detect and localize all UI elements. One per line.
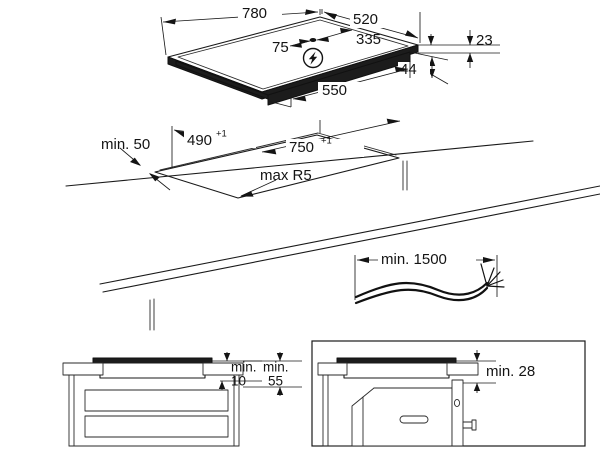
- dimension-connection-75: 75: [272, 39, 311, 56]
- dim-label-750: 750: [289, 139, 314, 156]
- oven-screw-head: [471, 419, 477, 431]
- view-cabinet-section-oven: min. 28: [311, 340, 586, 447]
- dimension-corner-radius-max-r5: max R5: [240, 167, 312, 197]
- worktop-cutout-tolerance-line: [159, 132, 397, 171]
- hob-glass-inner-border: [177, 19, 409, 90]
- dim-label-335: 335: [356, 31, 381, 48]
- dimension-edge-distance-min50: min. 50: [101, 136, 171, 191]
- section-left-drawer-1: [84, 389, 229, 412]
- view-worktop-cutout: min. 50 490 +1 750 +1: [65, 118, 600, 331]
- dimension-cutout-depth-490: 490 +1: [171, 120, 321, 168]
- dim-label-min-55-value: 55: [268, 374, 283, 389]
- oven-mounting-bracket: [451, 379, 464, 447]
- section-left-worktop-right: [202, 362, 244, 376]
- oven-bracket-hole: [453, 398, 461, 408]
- cable-wire-3: [486, 271, 501, 287]
- lightning-bolt-icon: [302, 47, 324, 69]
- dim-label-75: 75: [272, 39, 289, 56]
- oven-screw-shaft: [462, 421, 474, 429]
- dim-label-490: 490: [187, 132, 212, 149]
- dim-label-min-55-word: min.: [263, 360, 289, 375]
- dimension-body-height-44: 44: [398, 51, 449, 85]
- section-right-hob-glass: [336, 357, 457, 364]
- dim-label-520: 520: [353, 11, 378, 28]
- dimension-hob-depth-520: 520: [321, 9, 421, 43]
- section-left-hob-body: [99, 362, 206, 379]
- dim-label-490-superscript: +1: [216, 129, 227, 140]
- mains-connection-point: [309, 38, 317, 42]
- dimension-hob-width-780: 780: [160, 5, 321, 56]
- section-left-worktop-left: [62, 362, 104, 376]
- dimension-glass-thickness-23: 23: [418, 30, 500, 68]
- dim-label-min-10-word: min.: [231, 360, 257, 375]
- oven-door-handle: [399, 415, 429, 424]
- worktop-front-edge-bottom: [102, 193, 600, 293]
- dimension-body-width-550: 550: [267, 62, 411, 108]
- cable-wire-2: [486, 267, 495, 287]
- dim-label-23: 23: [476, 32, 493, 49]
- dimension-clearance-min-55: min. 55: [243, 352, 302, 396]
- dimension-cutout-width-750: 750 +1: [261, 118, 401, 157]
- section-right-worktop-right: [446, 362, 479, 376]
- section-right-worktop-left: [317, 362, 348, 376]
- cable-wire-1: [480, 263, 488, 287]
- view-cabinet-section-drawers: min. 10 min. 55: [62, 352, 302, 447]
- section-right-hob-body: [343, 362, 450, 379]
- dim-label-min-1500: min. 1500: [381, 251, 447, 268]
- dim-label-min-50: min. 50: [101, 136, 150, 153]
- view-hob-isometric: 780 520 75: [160, 5, 500, 108]
- cable-curve-upper: [354, 281, 489, 299]
- cable-curve-lower: [354, 286, 489, 305]
- dim-label-750-superscript: +1: [321, 136, 332, 147]
- worktop-cutout-outline: [154, 134, 400, 199]
- cable-wire-4: [486, 279, 504, 287]
- dim-label-780: 780: [242, 5, 267, 22]
- cable-wire-5: [486, 285, 505, 288]
- section-left-drawer-2: [84, 415, 229, 438]
- dimension-oven-clearance-min-28: min. 28: [456, 350, 565, 393]
- dim-label-44: 44: [400, 61, 417, 78]
- dim-label-min-10-value: 10: [231, 374, 246, 389]
- section-left-hob-glass: [92, 357, 213, 364]
- worktop-front-edge-top: [99, 185, 600, 285]
- dim-label-550: 550: [322, 82, 347, 99]
- dimension-connection-335: 335: [316, 27, 381, 48]
- dim-label-max-r5: max R5: [260, 167, 312, 184]
- worktop-rear-edge-line: [65, 140, 534, 187]
- view-cable-length: min. 1500: [354, 250, 505, 305]
- dim-label-min-28: min. 28: [486, 363, 535, 380]
